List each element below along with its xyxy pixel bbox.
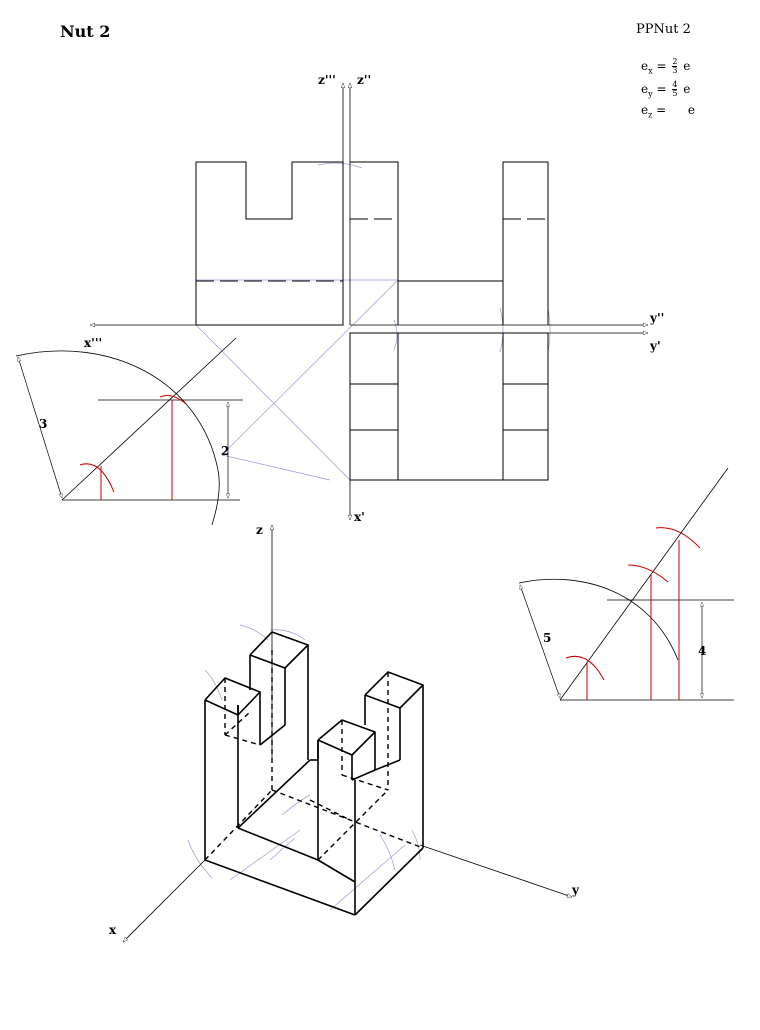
construction-lines xyxy=(187,162,551,911)
hidden-edges xyxy=(204,650,424,861)
ratio-ez: ez = e xyxy=(641,103,695,120)
label-z: z xyxy=(256,523,263,537)
drawing-title: Nut 2 xyxy=(60,22,111,41)
axis-x xyxy=(122,859,206,943)
label-x-top: x' xyxy=(354,510,365,524)
top-view xyxy=(349,332,549,481)
axis-labels: z''' z'' y'' y' x''' x' z x y xyxy=(84,73,664,937)
orthographic-axes xyxy=(89,82,649,521)
label-y: y xyxy=(571,883,580,897)
axonometric-axes xyxy=(122,524,573,943)
label-y-top: y' xyxy=(649,339,661,353)
label-y-front: y'' xyxy=(649,311,664,325)
front-view xyxy=(350,161,549,325)
label-x-side: x''' xyxy=(84,336,102,350)
axonometric-solid xyxy=(204,631,424,916)
dim-label-2: 2 xyxy=(221,444,229,458)
sheet-code: PPNut 2 xyxy=(636,22,691,37)
side-view xyxy=(195,161,344,326)
label-x: x xyxy=(109,923,117,937)
dim-label-5: 5 xyxy=(543,631,551,645)
dim-label-3: 3 xyxy=(39,417,47,431)
dim-arc-right xyxy=(519,584,561,699)
label-z-front: z'' xyxy=(357,73,371,87)
label-z-side: z''' xyxy=(318,73,336,87)
axis-y xyxy=(419,844,573,898)
scale-construction-right xyxy=(518,467,734,701)
dim-arc-left xyxy=(17,356,63,499)
dim-label-4: 4 xyxy=(698,644,706,658)
dimension-labels: 3 2 5 4 xyxy=(39,417,706,658)
scale-construction-left xyxy=(15,337,243,526)
